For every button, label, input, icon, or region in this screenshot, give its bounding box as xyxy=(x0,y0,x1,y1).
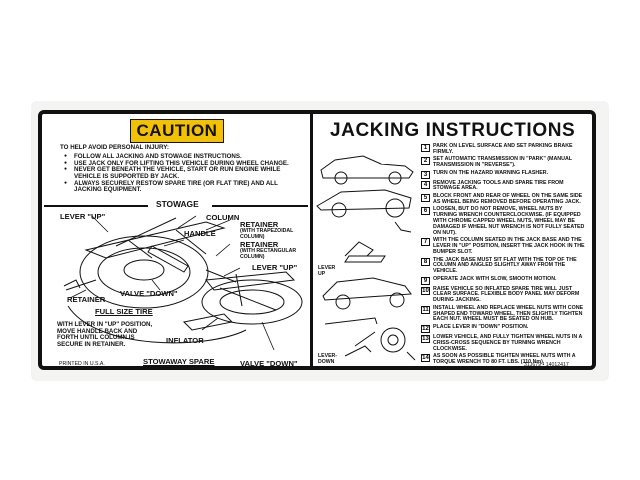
step-text: TURN ON THE HAZARD WARNING FLASHER. xyxy=(433,169,549,176)
inflator-label: INFLATOR xyxy=(166,336,204,345)
full-size-tire-label: FULL SIZE TIRE xyxy=(95,307,153,316)
retainer-label: RETAINER xyxy=(67,295,106,304)
step-text: AS SOON AS POSSIBLE TIGHTEN WHEEL NUTS W… xyxy=(433,353,576,365)
step-number: 10 xyxy=(421,286,430,295)
step-number: 4 xyxy=(421,180,430,189)
jacking-steps: 1 PARK ON LEVEL SURFACE AND SET PARKING … xyxy=(421,143,587,368)
part-number: 31J679 • 14012417 xyxy=(524,362,569,368)
step-number: 6 xyxy=(421,207,430,216)
step-number: 1 xyxy=(421,144,430,152)
jacking-illustration xyxy=(315,146,419,368)
center-divider xyxy=(310,112,313,368)
step-number: 11 xyxy=(421,305,430,314)
step-item: 7 WITH THE COLUMN SEATED IN THE JACK BAS… xyxy=(421,237,587,255)
step-item: 11 INSTALL WHEEL AND REPLACE WHEEL NUTS … xyxy=(421,304,587,323)
printed-in-usa: PRINTED IN U.S.A. xyxy=(59,361,105,367)
stowage-title: STOWAGE xyxy=(156,199,199,209)
step-item: 9 OPERATE JACK WITH SLOW, SMOOTH MOTION. xyxy=(421,275,587,285)
caution-bullet: ALWAYS SECURELY RESTOW SPARE TIRE (OR FL… xyxy=(64,180,304,194)
step-text: LOOSEN, BUT DO NOT REMOVE, WHEEL NUTS BY… xyxy=(433,206,585,236)
retainer-trap-note: (WITH TRAPEZOIDAL COLUMN) xyxy=(240,228,294,240)
retainer-trap-label: RETAINER xyxy=(240,220,279,229)
stowage-rule-left xyxy=(44,205,148,207)
caution-bullet: NEVER GET BENEATH THE VEHICLE, START OR … xyxy=(64,166,304,180)
caution-bullets: FOLLOW ALL JACKING AND STOWAGE INSTRUCTI… xyxy=(64,153,304,194)
step-item: 13 LOWER VEHICLE, AND FULLY TIGHTEN WHEE… xyxy=(421,333,587,352)
step-text: WITH THE COLUMN SEATED IN THE JACK BASE … xyxy=(433,237,585,255)
step-item: 6 LOOSEN, BUT DO NOT REMOVE, WHEEL NUTS … xyxy=(421,207,587,236)
lever-up-label-1: LEVER "UP" xyxy=(60,212,106,221)
handle-label: HANDLE xyxy=(184,229,216,238)
step-number: 3 xyxy=(421,170,430,179)
step-text: PARK ON LEVEL SURFACE AND SET PARKING BR… xyxy=(433,143,573,155)
step-text: PLACE LEVER IN "DOWN" POSITION. xyxy=(433,324,529,331)
step-number: 9 xyxy=(421,276,430,285)
step-text: BLOCK FRONT AND REAR OF WHEEL ON THE SAM… xyxy=(433,193,583,205)
stowage-illustration xyxy=(56,210,312,360)
step-number: 13 xyxy=(421,334,430,343)
step-item: 2 SET AUTOMATIC TRANSMISSION IN "PARK" (… xyxy=(421,157,587,169)
step-item: 12 PLACE LEVER IN "DOWN" POSITION. xyxy=(421,324,587,334)
step-text: REMOVE JACKING TOOLS AND SPARE TIRE FROM… xyxy=(433,179,564,192)
step-number: 7 xyxy=(421,238,430,247)
retainer-rect-note: (WITH RECTANGULAR COLUMN) xyxy=(240,248,297,260)
step-text: INSTALL WHEEL AND REPLACE WHEEL NUTS WIT… xyxy=(433,304,584,323)
step-text: OPERATE JACK WITH SLOW, SMOOTH MOTION. xyxy=(433,275,557,282)
step-item: 1 PARK ON LEVEL SURFACE AND SET PARKING … xyxy=(421,143,587,156)
step-number: 14 xyxy=(421,354,430,363)
step-item: 3 TURN ON THE HAZARD WARNING FLASHER. xyxy=(421,169,587,179)
step-text: THE JACK BASE MUST SIT FLAT WITH THE TOP… xyxy=(433,256,577,275)
caution-badge: CAUTION xyxy=(130,119,224,143)
caution-bullet: FOLLOW ALL JACKING AND STOWAGE INSTRUCTI… xyxy=(64,153,304,161)
column-label: COLUMN xyxy=(206,213,240,222)
lever-down-label: LEVER- DOWN xyxy=(318,353,338,365)
step-item: 5 BLOCK FRONT AND REAR OF WHEEL ON THE S… xyxy=(421,193,587,206)
lever-up-label: LEVER UP xyxy=(318,265,336,277)
caution-bullet: USE JACK ONLY FOR LIFTING THIS VEHICLE D… xyxy=(64,160,304,168)
step-number: 12 xyxy=(421,325,430,334)
stowaway-spare-label: STOWAWAY SPARE xyxy=(143,357,215,366)
valve-down-label-2: VALVE "DOWN" xyxy=(240,359,298,368)
step-number: 5 xyxy=(421,194,430,203)
step-number: 2 xyxy=(421,157,430,166)
retainer-rect-label: RETAINER xyxy=(240,240,279,249)
step-text: LOWER VEHICLE, AND FULLY TIGHTEN WHEEL N… xyxy=(433,333,583,352)
valve-down-label-1: VALVE "DOWN" xyxy=(120,289,178,298)
stowage-instructions: WITH LEVER IN "UP" POSITION, MOVE HANDLE… xyxy=(57,321,153,349)
step-text: RAISE VEHICLE SO INFLATED SPARE TIRE WIL… xyxy=(433,285,580,304)
step-text: SET AUTOMATIC TRANSMISSION IN "PARK" (MA… xyxy=(433,156,572,169)
step-item: 10 RAISE VEHICLE SO INFLATED SPARE TIRE … xyxy=(421,285,587,304)
caution-intro: TO HELP AVOID PERSONAL INJURY: xyxy=(60,144,169,151)
step-item: 4 REMOVE JACKING TOOLS AND SPARE TIRE FR… xyxy=(421,179,587,193)
step-number: 8 xyxy=(421,257,430,266)
stowage-rule-right xyxy=(212,205,308,207)
step-item: 14 AS SOON AS POSSIBLE TIGHTEN WHEEL NUT… xyxy=(421,353,587,366)
lever-up-label-2: LEVER "UP" xyxy=(252,263,298,272)
jacking-title: JACKING INSTRUCTIONS xyxy=(330,120,576,141)
step-item: 8 THE JACK BASE MUST SIT FLAT WITH THE T… xyxy=(421,256,587,275)
